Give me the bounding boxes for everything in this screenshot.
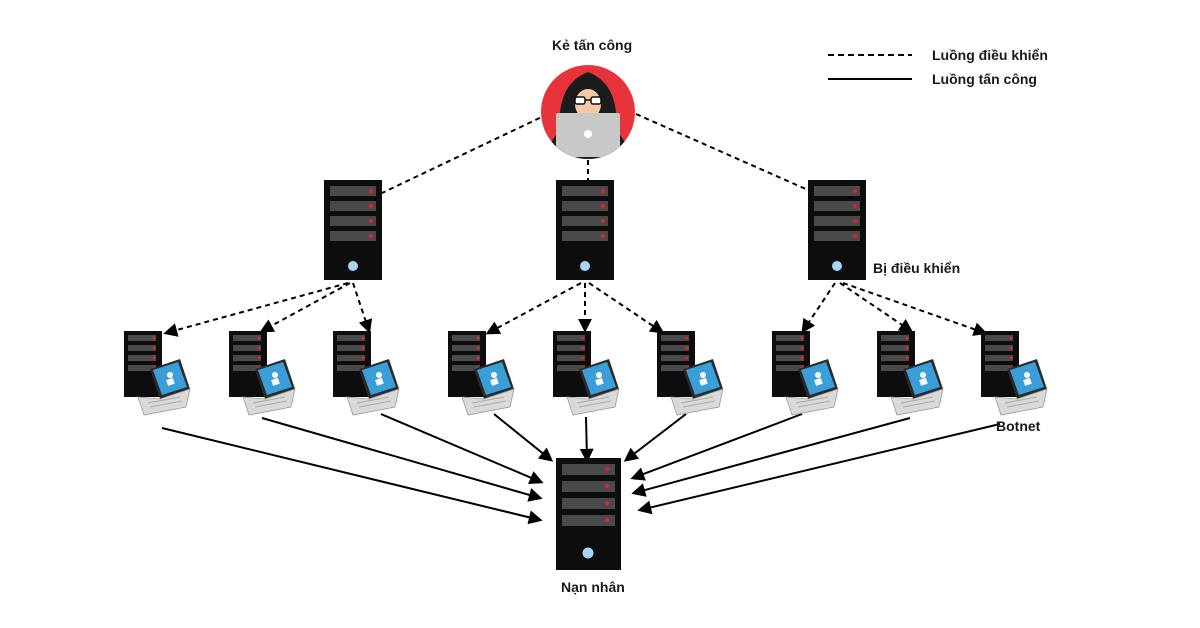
control-line (842, 282, 988, 336)
hacker-icon (541, 65, 635, 159)
victim-server-icon (556, 458, 621, 570)
control-line (801, 282, 836, 334)
attack-line (630, 413, 803, 481)
control-line (352, 282, 373, 334)
attack-line (261, 417, 543, 502)
attacker-label: Kẻ tấn công (552, 37, 633, 53)
attack-line (623, 413, 687, 462)
bot-computer-icon (980, 330, 1048, 416)
legend-control-label: Luồng điều khiển (932, 47, 1048, 63)
control-line-attacker-right (635, 113, 809, 191)
control-line (588, 282, 665, 334)
control-line (485, 282, 582, 335)
botnet-label: Botnet (996, 418, 1041, 434)
legend (828, 54, 912, 80)
control-line (839, 282, 914, 333)
bot-computer-icon (656, 330, 724, 416)
bot-computer-icon (123, 330, 191, 416)
attack-line (637, 423, 1001, 515)
server-icon (556, 180, 614, 280)
legend-attack-label: Luồng tấn công (932, 71, 1037, 87)
attack-line (631, 417, 911, 497)
victim-label: Nạn nhân (561, 579, 625, 595)
attack-flows (161, 413, 1001, 525)
bot-computer-icon (552, 330, 620, 416)
bot-computer-icon (228, 330, 296, 416)
server-icon (324, 180, 382, 280)
control-line (259, 282, 351, 333)
bot-computer-icon (332, 330, 400, 416)
control-line-attacker-left (381, 113, 549, 194)
attack-line (161, 427, 543, 525)
attack-line (579, 416, 594, 463)
bot-computer-icon (876, 330, 944, 416)
attack-line (493, 413, 554, 462)
bot-computer-icon (771, 330, 839, 416)
control-flows-bots (163, 282, 988, 337)
control-line (163, 282, 349, 337)
server-icon (808, 180, 866, 280)
bot-computer-icon (447, 330, 515, 416)
attack-line (380, 413, 544, 485)
controlled-label: Bị điều khiển (873, 260, 961, 276)
control-flows-attacker (381, 113, 809, 194)
